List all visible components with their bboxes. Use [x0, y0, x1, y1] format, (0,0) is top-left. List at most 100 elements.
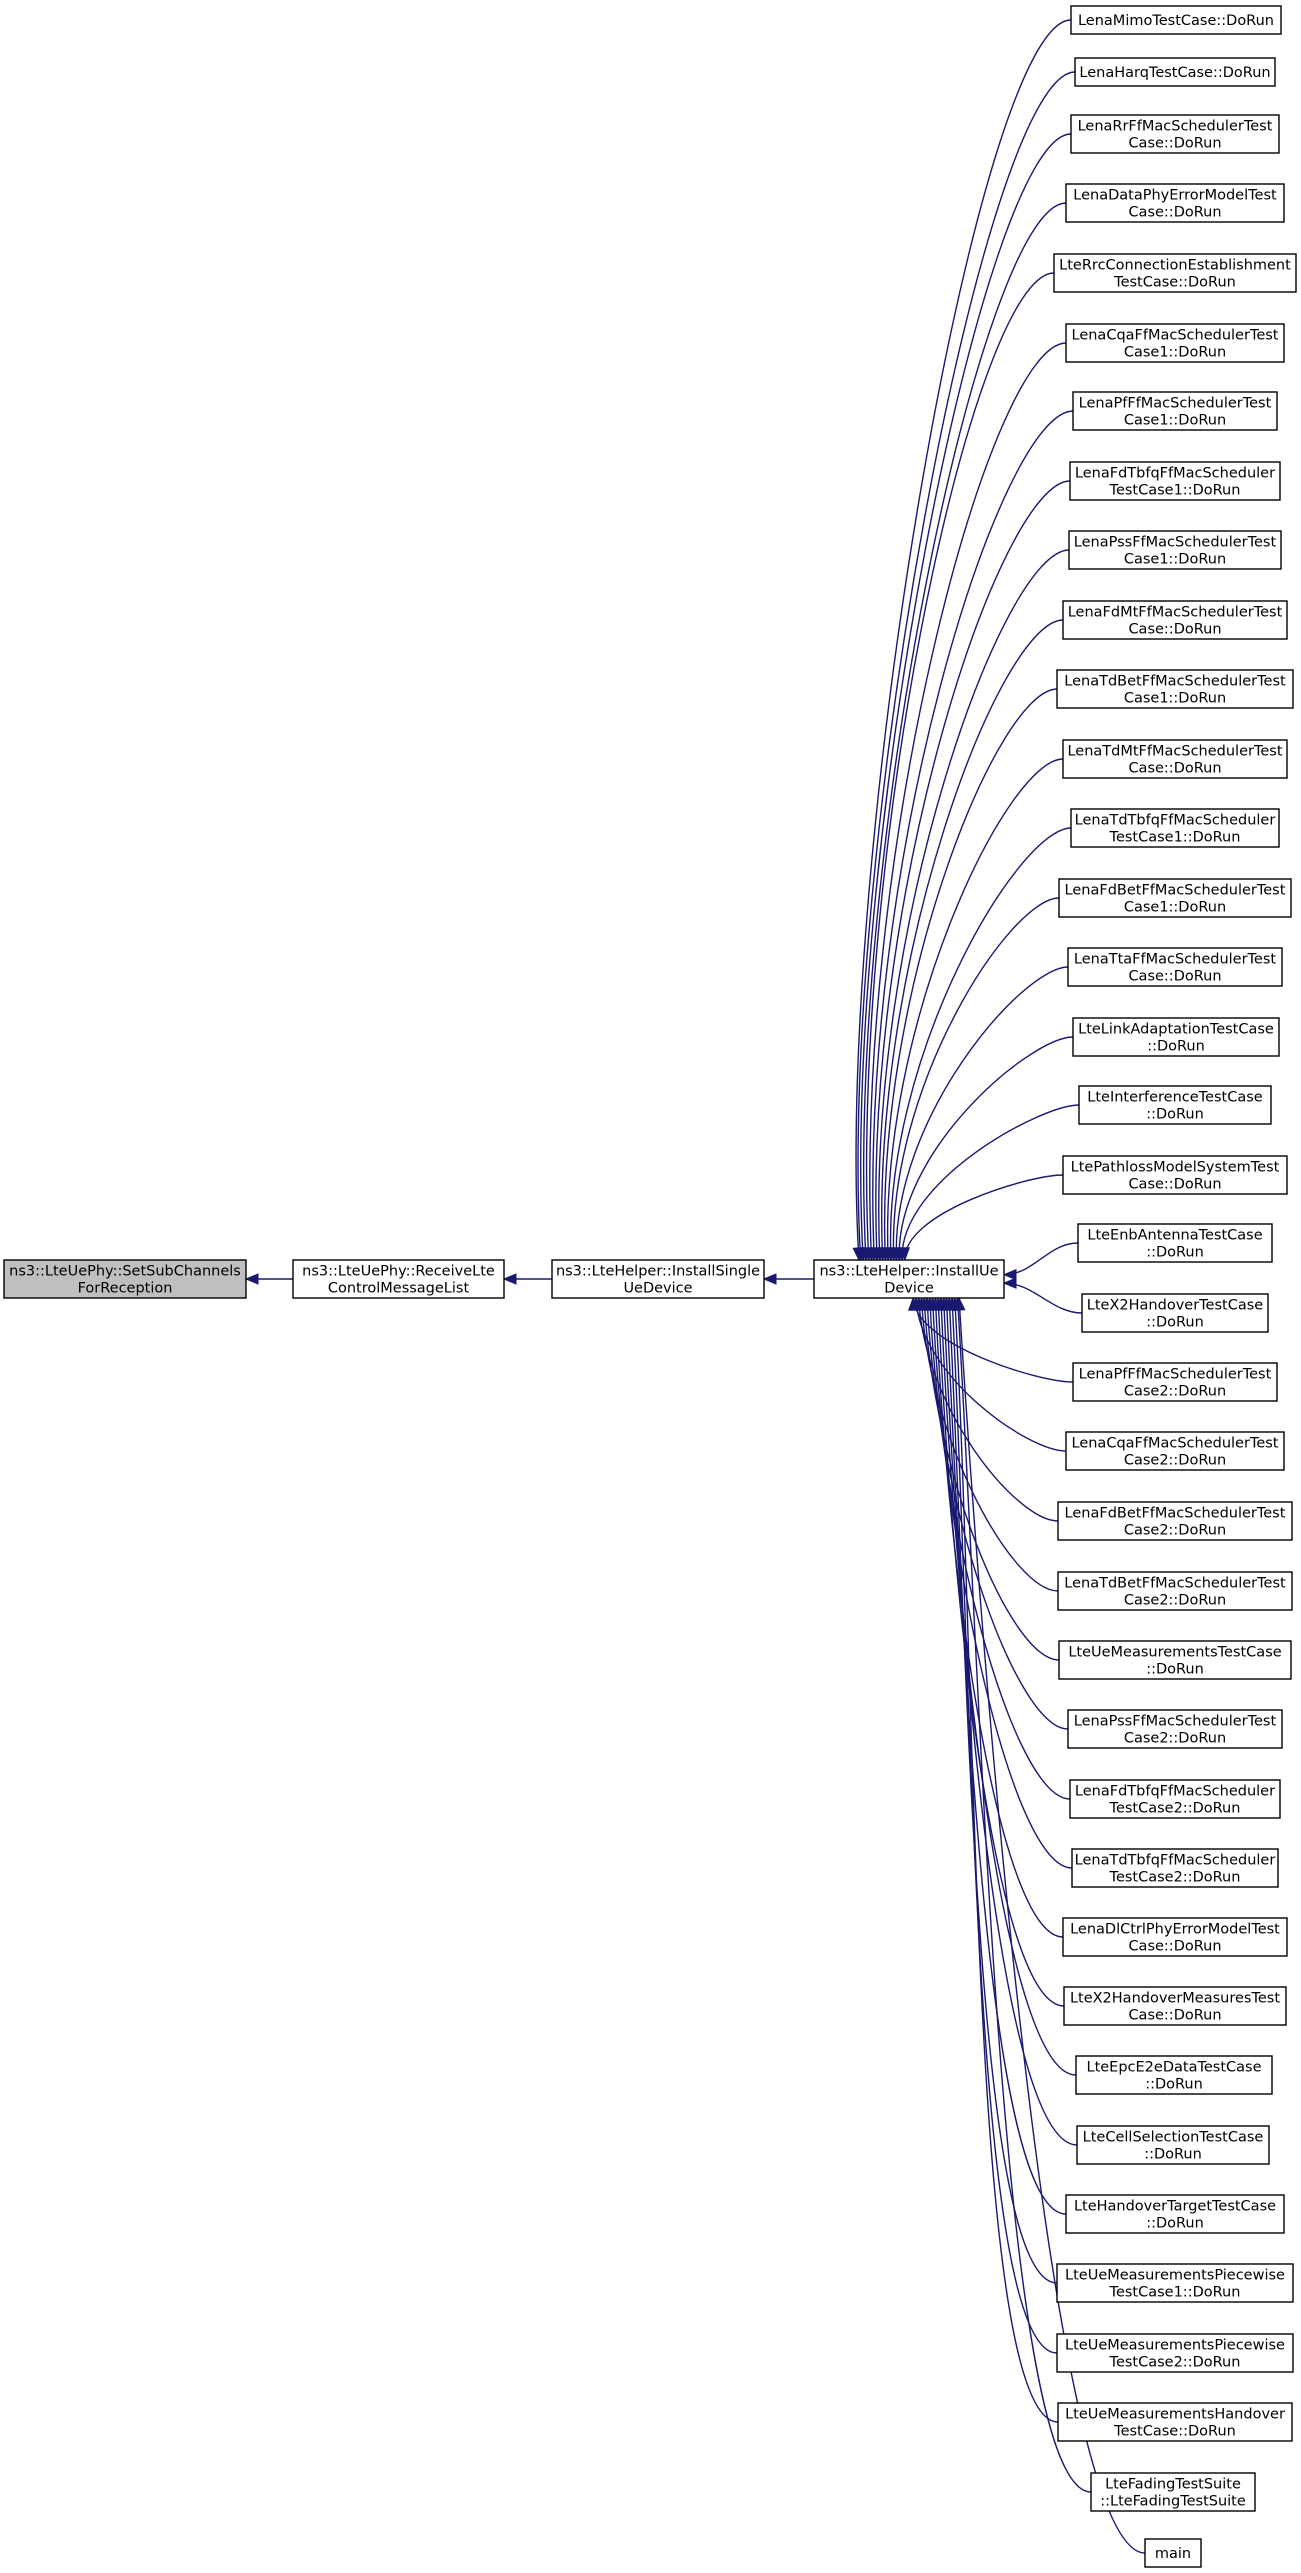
node-box [1057, 2402, 1293, 2442]
node-label: TestCase2::DoRun [1109, 2355, 1241, 2371]
node-c18[interactable]: LteEnbAntennaTestCase::DoRun [1077, 1223, 1273, 1263]
node-box [1144, 2538, 1202, 2568]
node-box [1069, 1779, 1281, 1819]
node-c16[interactable]: LteInterferenceTestCase::DoRun [1078, 1085, 1272, 1125]
node-label: LenaFdBetFfMacSchedulerTest [1065, 883, 1286, 899]
node-c4[interactable]: LteRrcConnectionEstablishmentTestCase::D… [1053, 253, 1297, 293]
node-label: LenaRrFfMacSchedulerTest [1078, 119, 1273, 135]
node-n1[interactable]: ns3::LteUePhy::ReceiveLteControlMessageL… [292, 1259, 505, 1299]
edge-c9 [881, 619, 1064, 1261]
node-box [1072, 1017, 1280, 1057]
edge-c8 [878, 549, 1070, 1261]
node-label: LenaTdTbfqFfMacScheduler [1075, 813, 1276, 829]
node-box [1070, 808, 1280, 848]
node-label: ::DoRun [1146, 1245, 1204, 1261]
node-c24[interactable]: LteUeMeasurementsTestCase::DoRun [1058, 1640, 1292, 1680]
node-c32[interactable]: LteHandoverTargetTestCase::DoRun [1065, 2194, 1285, 2234]
edge-c5 [869, 342, 1067, 1261]
node-label: ControlMessageList [328, 1281, 470, 1297]
edge-c31 [942, 1297, 1078, 2146]
node-box [551, 1259, 765, 1299]
edge-c6 [872, 410, 1074, 1261]
node-label: ::DoRun [1146, 2216, 1204, 2232]
edge-c23 [920, 1297, 1059, 1592]
node-label: ns3::LteHelper::InstallSingle [556, 1264, 760, 1280]
node-label: LenaTdBetFfMacSchedulerTest [1064, 1576, 1286, 1592]
node-label: Case::DoRun [1128, 2008, 1221, 2024]
node-box [1090, 2472, 1256, 2512]
node-label: LteLinkAdaptationTestCase [1078, 1022, 1274, 1038]
arrowhead [762, 1273, 777, 1285]
node-label: Case1::DoRun [1124, 900, 1226, 916]
node-c0[interactable]: LenaMimoTestCase::DoRun [1070, 5, 1282, 35]
node-label: Case::DoRun [1128, 761, 1221, 777]
arrowhead [244, 1273, 259, 1285]
node-label: LenaFdTbfqFfMacScheduler [1075, 1784, 1275, 1800]
edge-c30 [940, 1297, 1077, 2076]
node-c15[interactable]: LteLinkAdaptationTestCase::DoRun [1072, 1017, 1280, 1057]
node-c31[interactable]: LteCellSelectionTestCase::DoRun [1076, 2125, 1270, 2165]
node-box [813, 1259, 1005, 1299]
node-label: LenaCqaFfMacSchedulerTest [1072, 1436, 1279, 1452]
node-c19[interactable]: LteX2HandoverTestCase::DoRun [1081, 1293, 1269, 1333]
node-c1[interactable]: LenaHarqTestCase::DoRun [1074, 57, 1276, 87]
node-box [1065, 183, 1285, 223]
node-c33[interactable]: LteUeMeasurementsPiecewiseTestCase1::DoR… [1056, 2263, 1294, 2303]
node-box [1062, 1917, 1288, 1957]
node-label: Case::DoRun [1128, 136, 1221, 152]
node-label: LteCellSelectionTestCase [1083, 2130, 1264, 2146]
node-n0[interactable]: ns3::LteUePhy::SetSubChannelsForReceptio… [3, 1259, 247, 1299]
node-label: Case::DoRun [1128, 205, 1221, 221]
node-label: ns3::LteHelper::InstallUe [819, 1264, 998, 1280]
edge-c2 [860, 133, 1072, 1261]
node-box [292, 1259, 505, 1299]
node-label: ::DoRun [1146, 1315, 1204, 1331]
node-label: LenaFdBetFfMacSchedulerTest [1065, 1506, 1286, 1522]
node-c37[interactable]: main [1144, 2538, 1202, 2568]
node-label: LenaFdMtFfMacSchedulerTest [1068, 605, 1283, 621]
node-c34[interactable]: LteUeMeasurementsPiecewiseTestCase2::DoR… [1056, 2333, 1294, 2373]
node-c30[interactable]: LteEpcE2eDataTestCase::DoRun [1075, 2055, 1273, 2095]
edge-c21 [915, 1297, 1067, 1452]
node-box [1063, 1986, 1287, 2026]
edge-c36 [956, 1297, 1092, 2493]
node-label: Case::DoRun [1128, 622, 1221, 638]
node-box [1062, 1155, 1288, 1195]
node-label: ns3::LteUePhy::ReceiveLte [302, 1264, 495, 1280]
node-label: ::LteFadingTestSuite [1100, 2494, 1246, 2510]
node-c36[interactable]: LteFadingTestSuite::LteFadingTestSuite [1090, 2472, 1256, 2512]
edge-c4 [865, 272, 1055, 1261]
node-box [1056, 669, 1294, 709]
node-box [1057, 1571, 1293, 1611]
node-label: LteUeMeasurementsTestCase [1068, 1645, 1281, 1661]
node-label: ::DoRun [1146, 1107, 1204, 1123]
node-label: LenaTdTbfqFfMacScheduler [1075, 1853, 1276, 1869]
node-box [1081, 1293, 1269, 1333]
node-label: TestCase2::DoRun [1109, 1870, 1241, 1886]
